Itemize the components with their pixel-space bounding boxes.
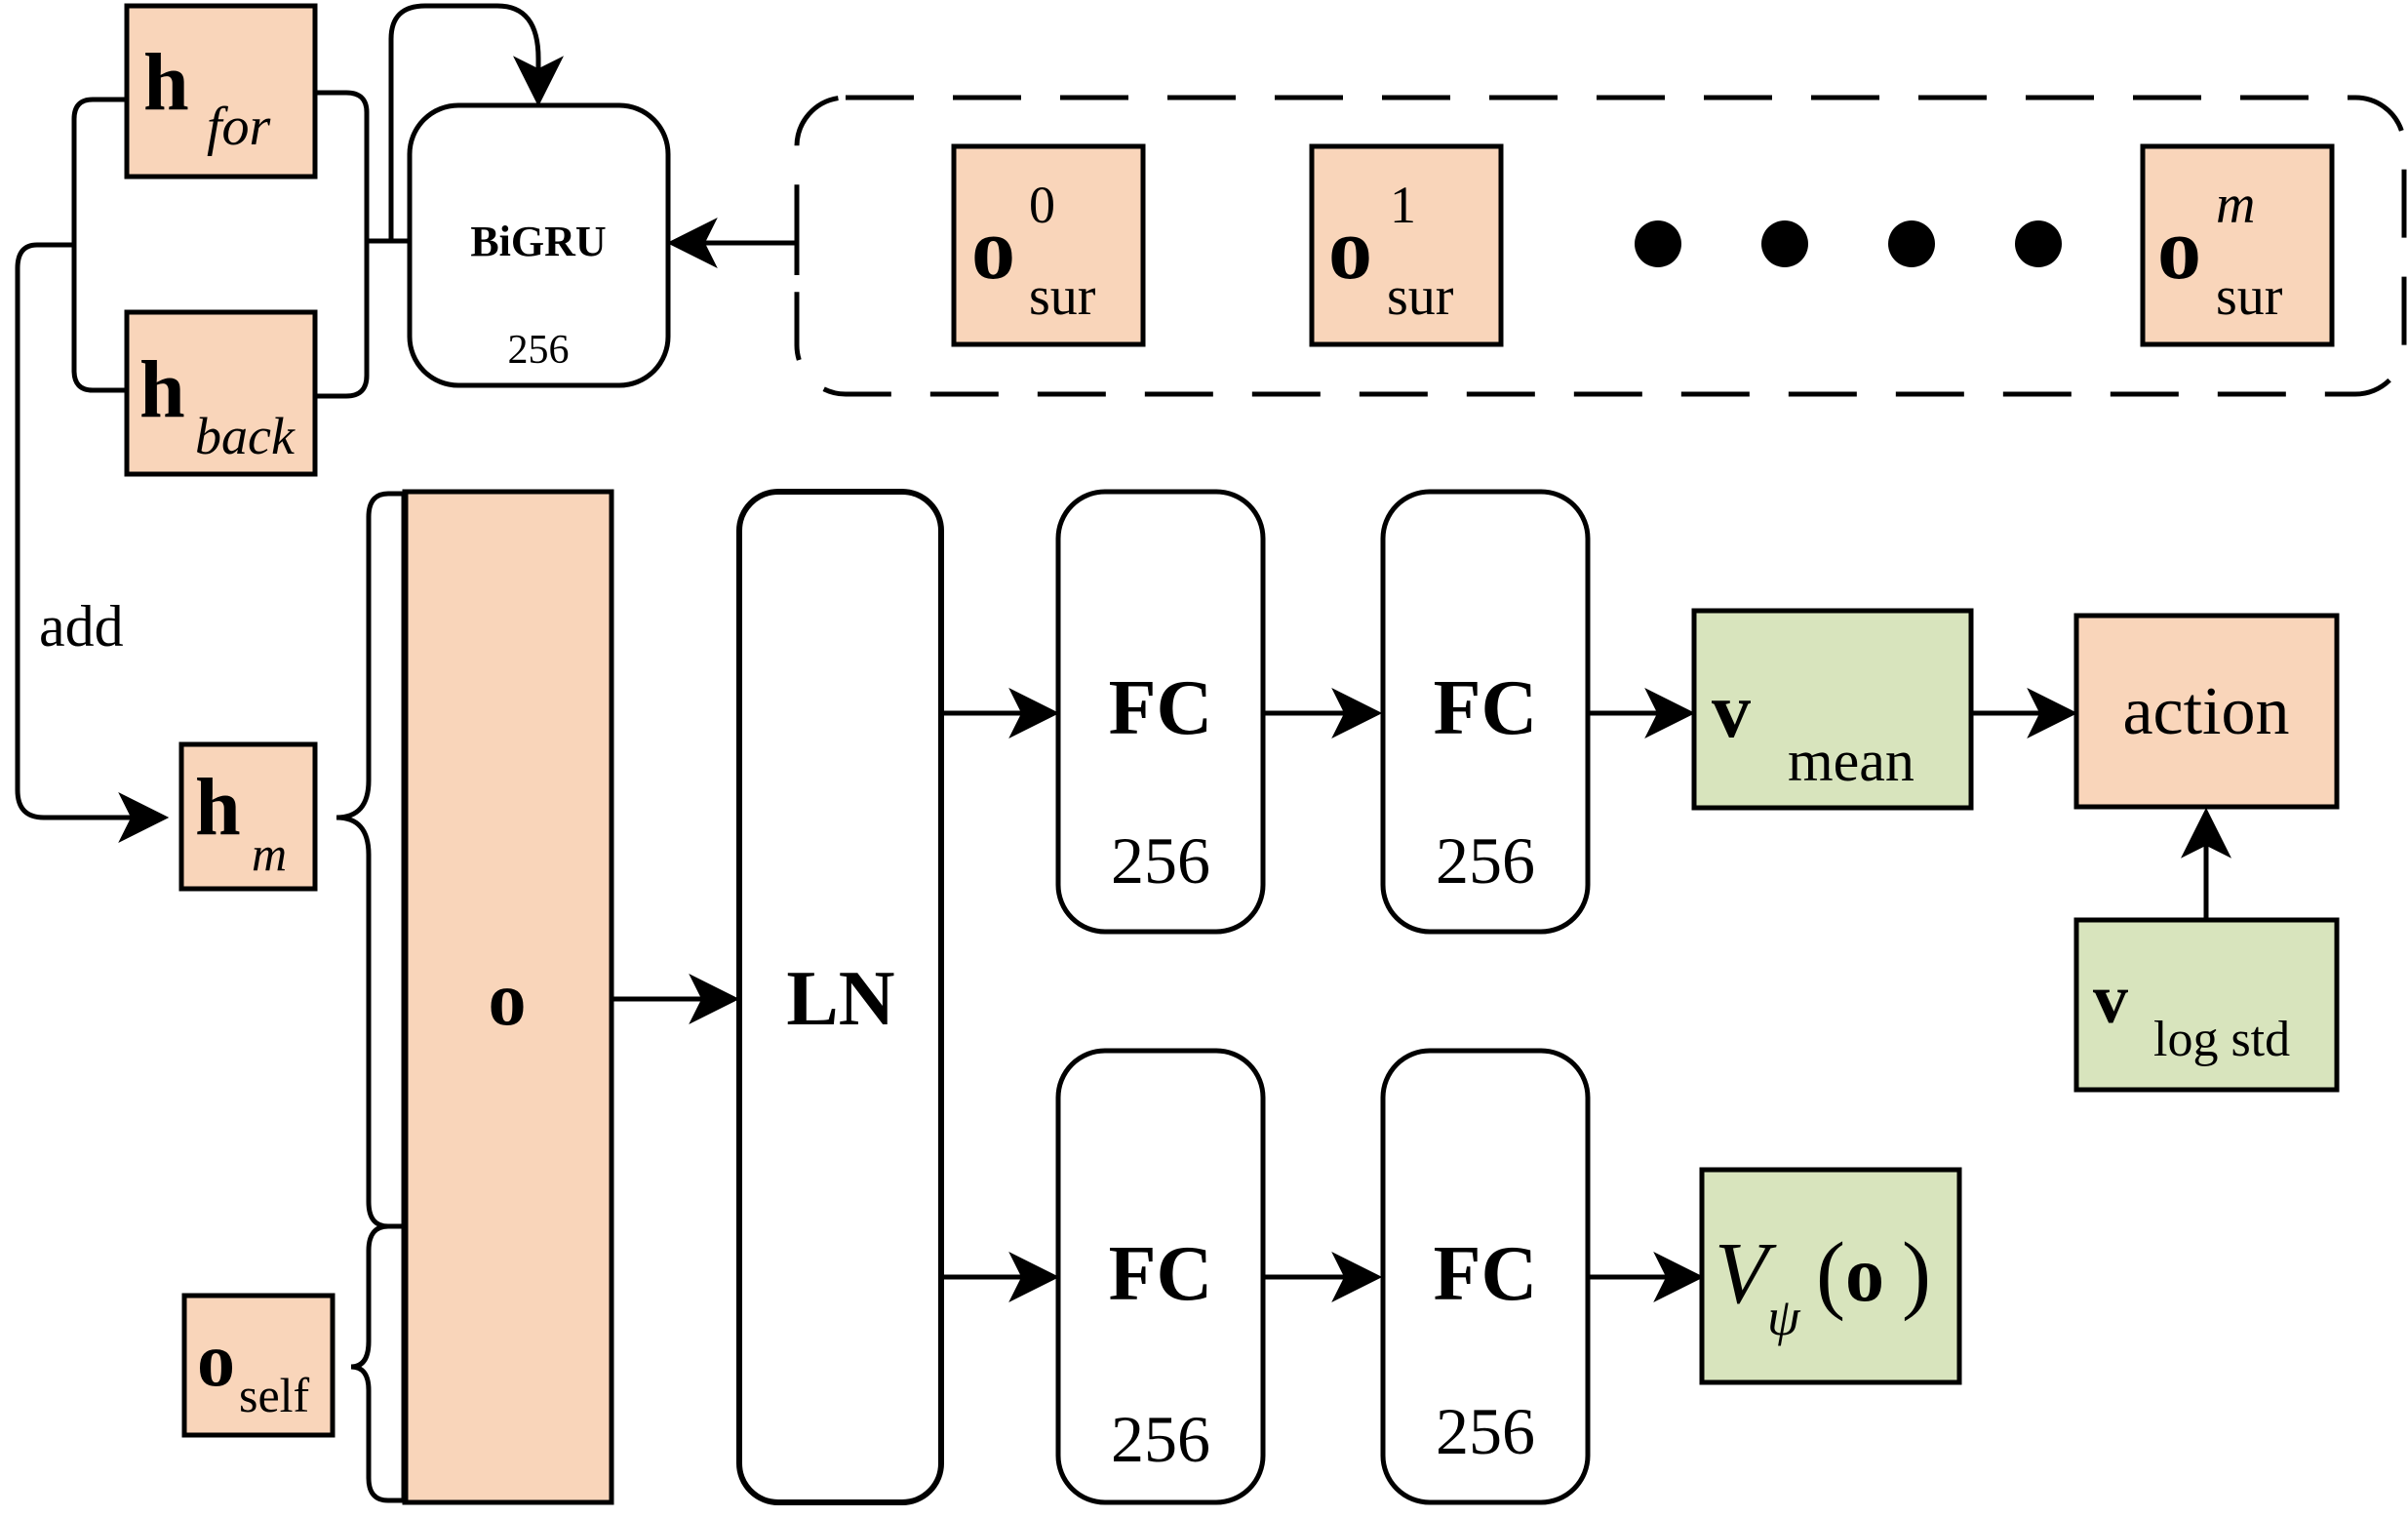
h-back-box xyxy=(124,309,318,477)
o-sur-0-label: o xyxy=(971,201,1015,298)
value-sub: ψ xyxy=(1767,1288,1801,1346)
brace-o-self xyxy=(350,1223,405,1503)
v-mean-box xyxy=(1691,608,1974,811)
o-self-label: o xyxy=(197,1317,235,1402)
critic-fc2-title: FC xyxy=(1434,1231,1538,1317)
h-m-sub: m xyxy=(252,826,287,881)
h-m-label: h xyxy=(195,762,241,853)
h-for-label: h xyxy=(143,37,189,128)
o-sur-0-sub: sur xyxy=(1029,266,1096,327)
add-label: add xyxy=(39,594,124,659)
v-logstd-label: v xyxy=(2093,960,2128,1038)
o-sur-m-label: o xyxy=(2157,201,2201,298)
h-back-label: h xyxy=(139,344,185,435)
ellipsis-dot-2 xyxy=(1761,220,1808,267)
o-self-box xyxy=(181,1293,336,1438)
value-arg: o xyxy=(1845,1232,1884,1318)
o-vector-box xyxy=(402,489,614,1505)
o-sur-0-sup: 0 xyxy=(1029,176,1055,234)
value-label: V xyxy=(1715,1225,1777,1322)
actor-fc1-units: 256 xyxy=(1111,823,1210,898)
o-sur-1-sup: 1 xyxy=(1390,176,1416,234)
ellipsis-dot-3 xyxy=(1888,220,1935,267)
value-paren-close: ) xyxy=(1902,1225,1931,1322)
o-sur-m-sup: m xyxy=(2216,175,2255,235)
brace-h-m xyxy=(336,491,405,1229)
h-back-sub: back xyxy=(195,407,296,465)
critic-fc1-title: FC xyxy=(1109,1231,1213,1317)
actor-fc2-units: 256 xyxy=(1436,823,1535,898)
bigru-title: BiGRU xyxy=(470,218,606,265)
o-sur-m-box xyxy=(2140,143,2335,347)
ellipsis-dot-1 xyxy=(1635,220,1681,267)
ln-label: LN xyxy=(786,956,894,1042)
v-mean-sub: mean xyxy=(1788,729,1915,793)
o-sur-0-box xyxy=(951,143,1146,347)
h-for-box xyxy=(124,3,318,180)
value-box xyxy=(1699,1167,1962,1385)
o-sur-m-sub: sur xyxy=(2216,266,2283,327)
o-sur-1-sub: sur xyxy=(1387,266,1454,327)
bigru-units: 256 xyxy=(508,328,570,373)
actor-fc2-title: FC xyxy=(1434,665,1538,751)
actor-fc1-title: FC xyxy=(1109,665,1213,751)
h-m-box xyxy=(178,741,318,892)
value-paren-open: ( xyxy=(1816,1225,1845,1322)
o-sur-1-box xyxy=(1309,143,1504,347)
action-label: action xyxy=(2122,674,2289,749)
o-self-sub: self xyxy=(239,1368,310,1422)
add-arrow xyxy=(15,242,170,843)
h-for-sub: for xyxy=(207,97,271,157)
h-left-bracket xyxy=(71,97,127,393)
v-mean-label: v xyxy=(1712,668,1751,754)
critic-fc1-units: 256 xyxy=(1111,1402,1210,1476)
bigru-loop-arrow xyxy=(388,3,564,241)
o-vector-label: o xyxy=(489,956,527,1041)
v-logstd-sub: log std xyxy=(2153,1012,2290,1067)
ellipsis-dot-4 xyxy=(2015,220,2062,267)
h-right-bracket xyxy=(315,90,370,399)
o-sur-1-label: o xyxy=(1328,201,1372,298)
critic-fc2-units: 256 xyxy=(1436,1394,1535,1468)
action-box xyxy=(2073,613,2340,810)
ln-box xyxy=(736,489,944,1505)
